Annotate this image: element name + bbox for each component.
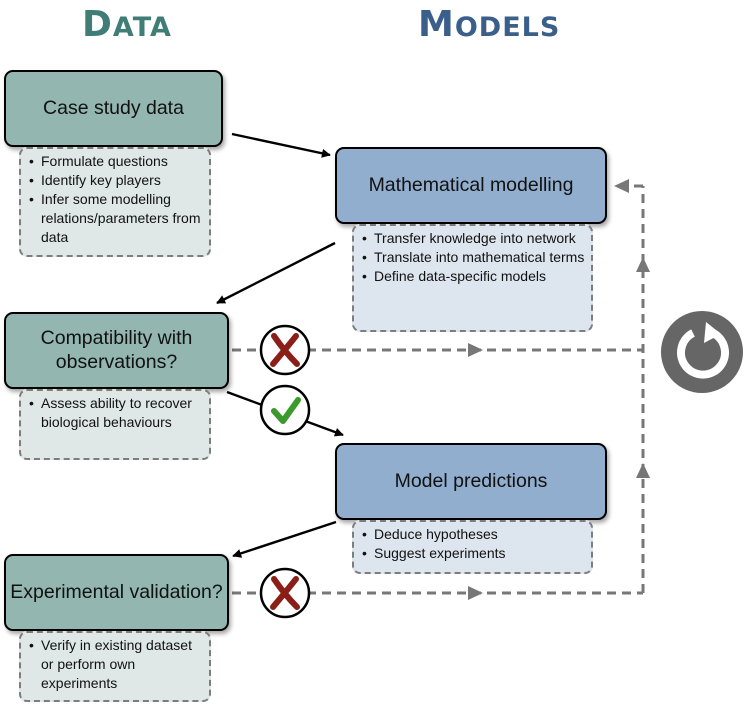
model-predictions-box: Model predictions bbox=[335, 443, 607, 520]
math-modelling-notes: Transfer knowledge into network Translat… bbox=[352, 224, 593, 332]
math-modelling-label: Mathematical modelling bbox=[368, 173, 574, 196]
data-column-title: DATA bbox=[82, 4, 172, 45]
check-icon bbox=[259, 384, 311, 436]
note-item: Deduce hypotheses bbox=[360, 525, 585, 544]
feedback-arrowheads bbox=[468, 179, 650, 600]
note-item: Define data-specific models bbox=[360, 267, 585, 286]
note-item: Identify key players bbox=[27, 171, 203, 190]
compatibility-label: Compatibility with observations? bbox=[40, 327, 193, 373]
note-item: Suggest experiments bbox=[360, 544, 585, 563]
experimental-notes: Verify in existing dataset or perform ow… bbox=[19, 631, 211, 702]
loop-arrowhead-up-upper bbox=[636, 257, 650, 272]
arrow-case-to-modelling bbox=[231, 132, 331, 158]
case-study-box: Case study data bbox=[4, 70, 223, 147]
models-column-title: MODELS bbox=[418, 4, 560, 45]
note-item: Translate into mathematical terms bbox=[360, 248, 585, 267]
loop-arrowhead-right-upper bbox=[468, 343, 483, 357]
experimental-label: Experimental validation? bbox=[10, 580, 223, 603]
cross-icon bbox=[259, 567, 311, 619]
arrow-predictions-to-experimental bbox=[232, 520, 337, 558]
math-modelling-box: Mathematical modelling bbox=[335, 147, 607, 224]
note-item: Infer some modelling relations/parameter… bbox=[27, 190, 203, 247]
note-item: Formulate questions bbox=[27, 152, 203, 171]
experimental-box: Experimental validation? bbox=[4, 554, 229, 631]
arrow-modelling-to-compatibility bbox=[216, 241, 336, 305]
model-predictions-label: Model predictions bbox=[394, 469, 548, 492]
note-item: Verify in existing dataset or perform ow… bbox=[27, 636, 203, 693]
case-study-label: Case study data bbox=[43, 96, 184, 119]
compatibility-notes: Assess ability to recover biological beh… bbox=[19, 389, 211, 460]
refresh-icon bbox=[661, 311, 743, 393]
loop-arrowhead-right-lower bbox=[468, 586, 483, 600]
model-predictions-notes: Deduce hypotheses Suggest experiments bbox=[352, 520, 593, 574]
models-title-text: MODELS bbox=[418, 4, 561, 45]
loop-arrowhead-left bbox=[614, 179, 629, 193]
cross-icon bbox=[259, 324, 311, 376]
note-item: Transfer knowledge into network bbox=[360, 229, 585, 248]
case-study-notes: Formulate questions Identify key players… bbox=[19, 147, 211, 257]
compatibility-box: Compatibility with observations? bbox=[4, 312, 229, 389]
loop-arrowhead-up-lower bbox=[636, 463, 650, 478]
note-item: Assess ability to recover biological beh… bbox=[27, 394, 203, 432]
data-title-text: DATA bbox=[82, 4, 172, 45]
